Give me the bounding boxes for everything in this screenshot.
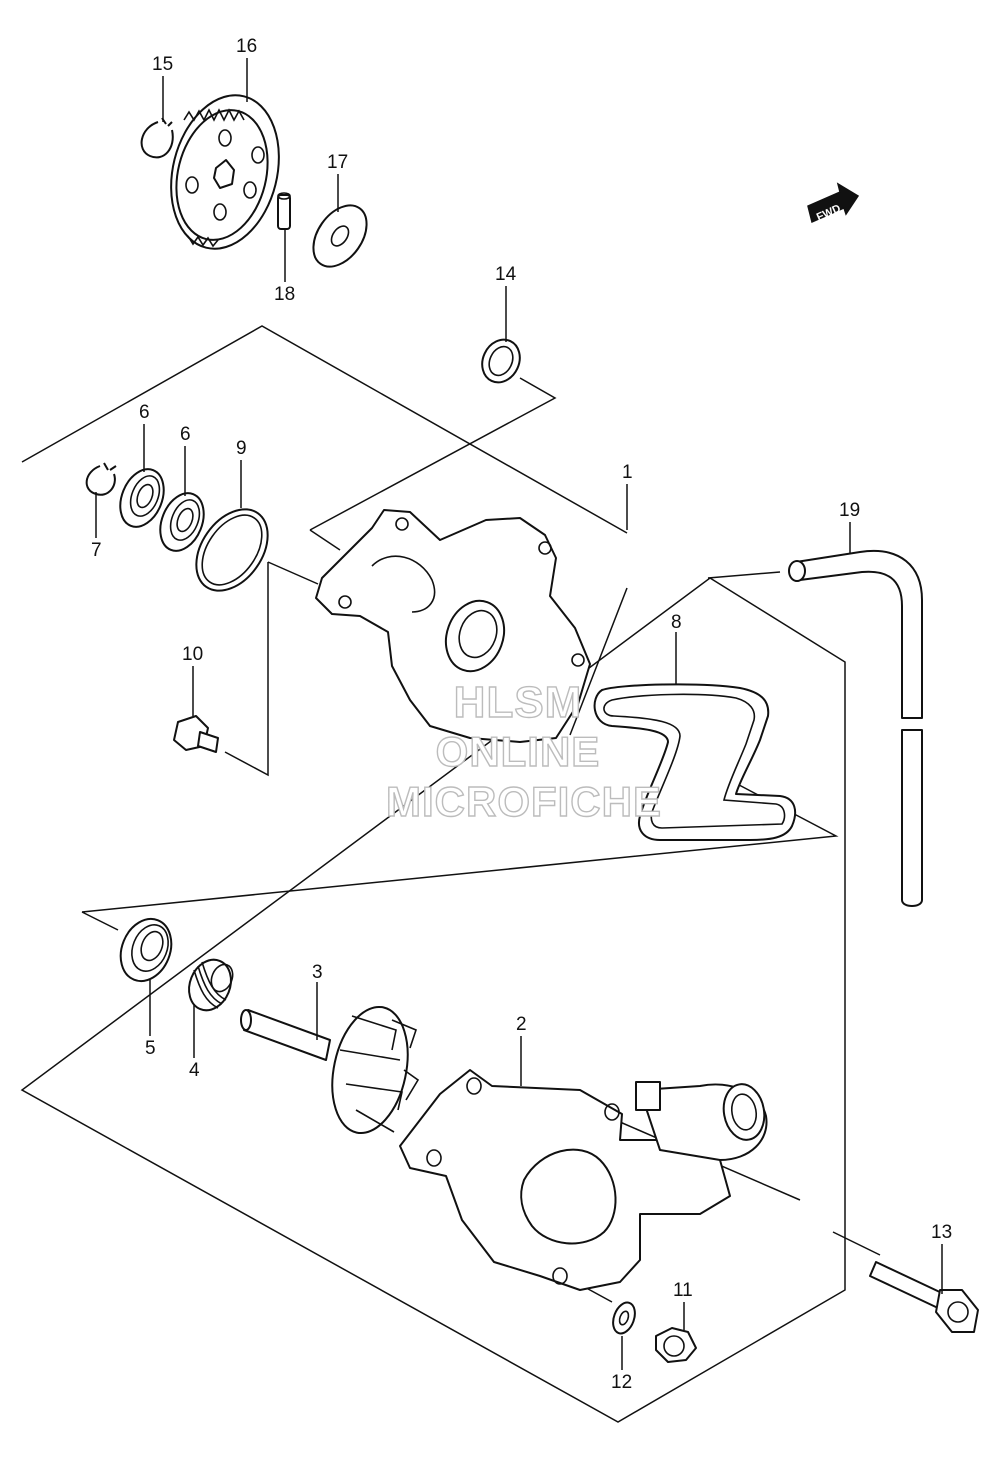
callout-4: 4 [189, 1060, 200, 1081]
pump-cover-housing[interactable] [315, 509, 591, 743]
callout-19: 19 [839, 500, 860, 521]
o-ring-9[interactable] [182, 496, 283, 604]
callout-1: 1 [622, 462, 633, 483]
callout-9: 9 [236, 438, 247, 459]
bearing-6-outer[interactable] [112, 463, 172, 534]
callout-6b: 6 [180, 424, 191, 445]
washer-17[interactable] [302, 196, 377, 277]
drive-sprocket-gear[interactable] [156, 84, 295, 261]
callout-14: 14 [495, 264, 517, 285]
callout-12: 12 [611, 1372, 632, 1393]
dowel-pin[interactable] [277, 192, 291, 230]
callout-3: 3 [312, 962, 323, 983]
washer-12[interactable] [609, 1300, 639, 1337]
pump-body-housing[interactable] [399, 1069, 769, 1291]
callout-18: 18 [274, 284, 295, 305]
impeller-shaft[interactable] [240, 1000, 420, 1140]
assembly-frame [20, 325, 881, 1423]
callout-labels: 15 16 17 18 14 6 6 9 7 1 19 8 10 5 4 3 2… [91, 36, 952, 1393]
callout-5: 5 [145, 1038, 156, 1059]
o-ring-14[interactable] [475, 333, 526, 388]
forward-direction-arrow: FWD [807, 182, 860, 224]
callout-6a: 6 [139, 402, 150, 423]
callout-10: 10 [182, 644, 203, 665]
callout-16: 16 [236, 36, 257, 57]
bolt-10[interactable] [173, 715, 219, 753]
mechanical-seal-4[interactable] [182, 953, 239, 1016]
callout-17: 17 [327, 152, 348, 173]
callout-11: 11 [673, 1280, 693, 1301]
gasket-8[interactable] [593, 683, 797, 841]
callout-13: 13 [931, 1222, 952, 1243]
breather-hose[interactable] [788, 549, 923, 907]
oil-seal-5[interactable] [112, 911, 180, 988]
bearing-6-inner[interactable] [152, 487, 212, 558]
bolt-11[interactable] [655, 1327, 697, 1363]
bolt-13[interactable] [869, 1261, 979, 1333]
callout-7: 7 [91, 540, 102, 561]
circlip-15[interactable] [140, 117, 174, 159]
callout-15: 15 [152, 54, 173, 75]
leader-lines [95, 58, 943, 1370]
circlip-7[interactable] [85, 462, 117, 496]
callout-8: 8 [671, 612, 682, 633]
callout-2: 2 [516, 1014, 527, 1035]
